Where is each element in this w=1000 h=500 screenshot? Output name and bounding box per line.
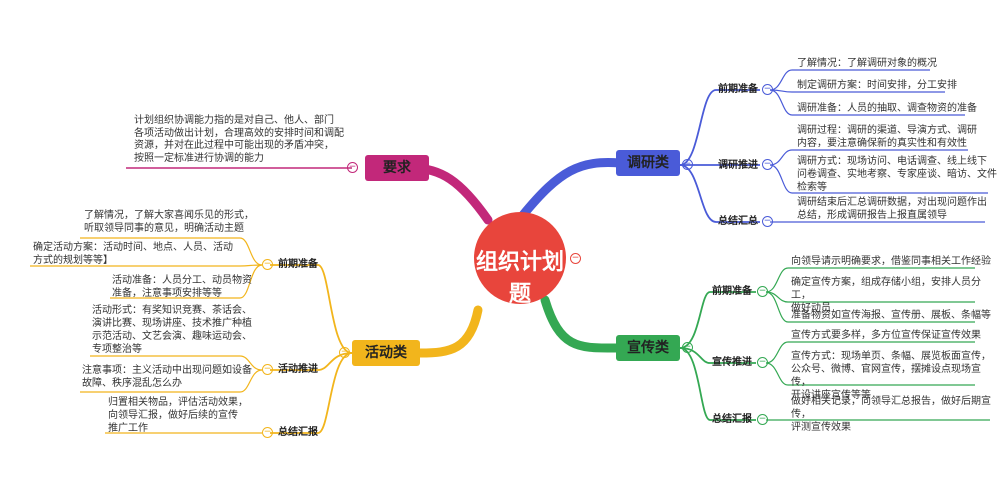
requirement-text: 计划组织协调能力指的是对自己、他人、部门 各项活动做出计划，合理高效的安排时间和… (134, 115, 344, 164)
collapse-icon[interactable]: − (262, 259, 273, 270)
collapse-icon[interactable]: − (762, 159, 773, 170)
publicity-leaf: 确定宣传方案，组成存储小组，安排人员分工， 做好动员 (791, 277, 981, 314)
collapse-icon[interactable]: − (762, 216, 773, 227)
research-leaf: 调研准备：人员的抽取、调查物资的准备 (797, 103, 977, 114)
research-group-label: 前期准备 (718, 84, 758, 95)
activity-group-label: 前期准备 (278, 259, 318, 270)
publicity-leaf: 做好相关记录，向领导汇总报告，做好后期宣传， 评测宣传效果 (791, 396, 991, 433)
collapse-icon[interactable]: − (757, 357, 768, 368)
activity-leaf: 了解情况，了解大家喜闻乐见的形式， 听取领导同事的意见，明确活动主题 (84, 210, 254, 234)
activity-leaf: 归置相关物品，评估活动效果， 向领导汇报，做好后续的宣传 推广工作 (108, 397, 248, 434)
publicity-leaf: 向领导请示明确要求，借鉴同事相关工作经验 (791, 256, 991, 267)
publicity-group-label: 前期准备 (712, 286, 752, 297)
publicity-group-label: 总结汇报 (712, 414, 752, 425)
research-leaf: 了解情况：了解调研对象的概况 (797, 58, 937, 69)
collapse-icon[interactable]: − (262, 427, 273, 438)
research-leaf: 调研结束后汇总调研数据，对出现问题作出 总结，形成调研报告上报直属领导 (797, 197, 987, 221)
collapse-icon[interactable]: − (757, 414, 768, 425)
publicity-leaf: 准备物资如宣传海报、宣传册、展板、条幅等 (791, 310, 991, 321)
collapse-icon[interactable]: − (570, 253, 581, 264)
branch-publicity (540, 295, 622, 353)
publicity-leaf: 宣传方式要多样，多方位宣传保证宣传效果 (791, 330, 981, 341)
collapse-icon[interactable]: − (339, 347, 350, 358)
collapse-icon[interactable]: − (682, 342, 693, 353)
collapse-icon[interactable]: − (347, 162, 358, 173)
research-leaf: 调研方式：现场访问、电话调查、线上线下 问卷调查、实地考察、专家座谈、暗访、文件… (797, 156, 997, 193)
branch-research (518, 158, 625, 220)
collapse-icon[interactable]: − (757, 286, 768, 297)
branch-label-publicity[interactable]: 宣传类 (616, 335, 680, 361)
branch-label-activity[interactable]: 活动类 (352, 340, 420, 366)
collapse-icon[interactable]: − (682, 159, 693, 170)
research-group-label: 总结汇总 (718, 216, 758, 227)
branch-label-research[interactable]: 调研类 (616, 150, 680, 176)
activity-leaf: 活动准备：人员分工、动员物资 准备，注意事项安排等等 (112, 275, 252, 299)
collapse-icon[interactable]: − (262, 364, 273, 375)
collapse-icon[interactable]: − (762, 84, 773, 95)
publicity-leaf: 宣传方式：现场单页、条幅、展览板面宣传， 公众号、微博、官网宣传，摆摊设点现场宣… (791, 351, 991, 401)
activity-leaf: 注意事项：主义活动中出现问题如设备 故障、秩序混乱怎么办 (82, 365, 252, 389)
research-group-label: 调研推进 (718, 160, 758, 171)
activity-group-label: 总结汇报 (278, 427, 318, 438)
publicity-group-label: 宣传推进 (712, 357, 752, 368)
branch-activity (415, 305, 483, 358)
branch-label-requirement[interactable]: 要求 (365, 155, 429, 181)
center-node-circle (474, 212, 566, 304)
activity-group-label: 活动推进 (278, 364, 318, 375)
activity-leaf: 确定活动方案：活动时间、地点、人员、活动 方式的规划等等】 (33, 242, 233, 266)
research-leaf: 调研过程：调研的渠道、导演方式、调研 内容，要注意确保新的真实性和有效性 (797, 125, 977, 149)
activity-leaf: 活动形式：有奖知识竞赛、茶话会、 演讲比赛、现场讲座、技术推广种植 示范活动、文… (92, 305, 252, 355)
center-title: 组织计划题 (475, 250, 564, 307)
research-leaf: 制定调研方案：时间安排，分工安排 (797, 80, 957, 91)
